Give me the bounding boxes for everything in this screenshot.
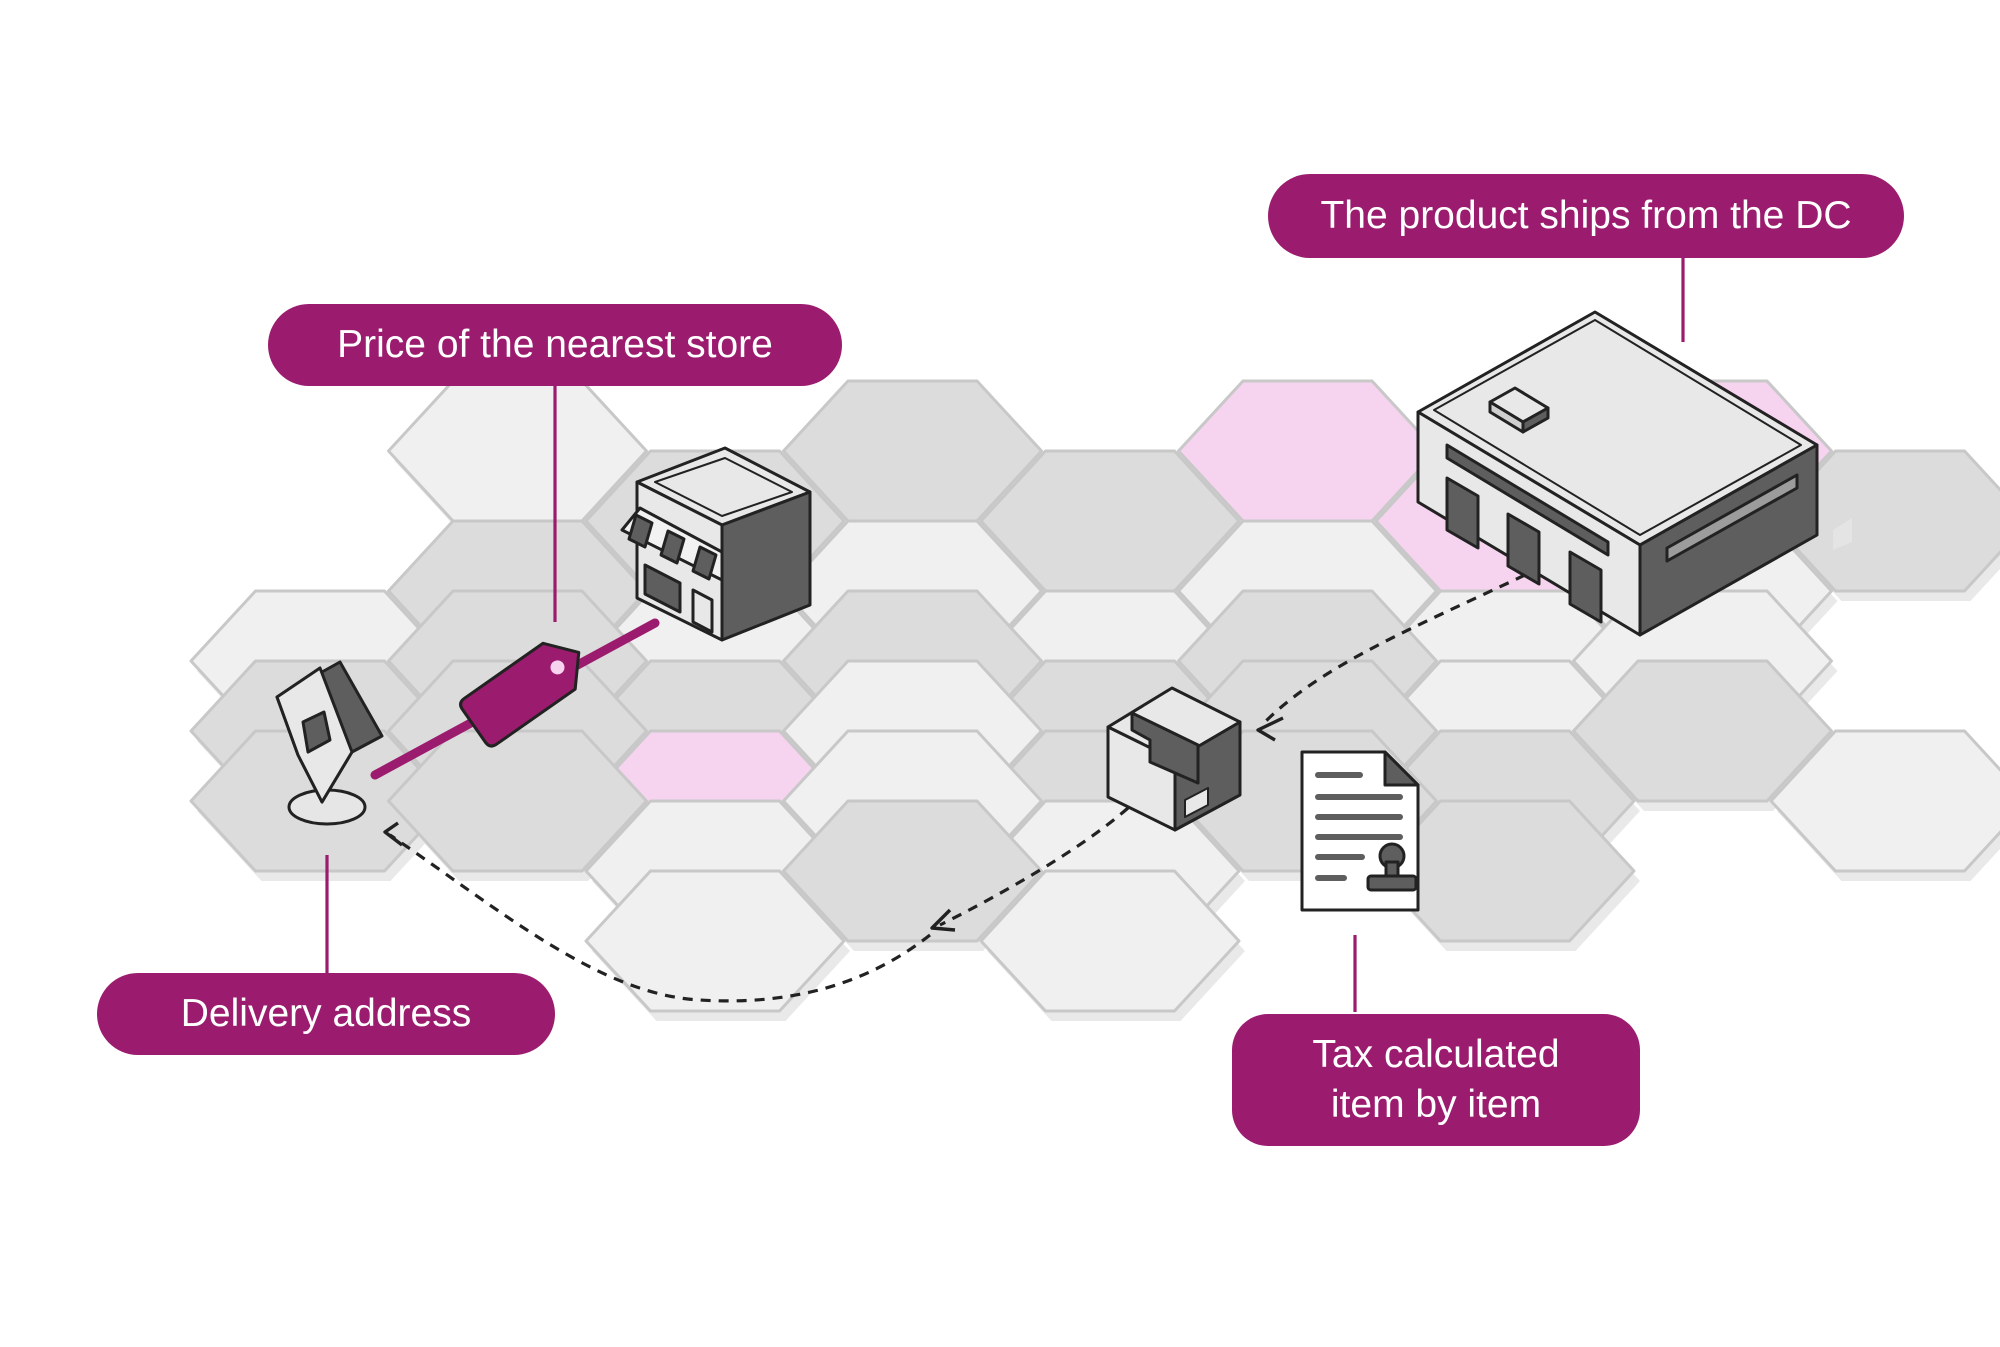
arrowhead-house (383, 821, 404, 847)
hex-tile (1769, 449, 2000, 593)
arrowhead-box (1256, 716, 1284, 742)
leader-lines (325, 255, 1685, 1012)
callout-store-price: Price of the nearest store (268, 304, 842, 386)
hex-tile (1769, 729, 2000, 873)
house-location-pin-icon (275, 660, 384, 826)
hex-tile (584, 869, 846, 1013)
callout-delivery: Delivery address (97, 973, 555, 1055)
store-icon (620, 446, 812, 642)
callout-tax: Tax calculated item by item (1232, 1014, 1640, 1146)
warehouse-icon (1416, 310, 1852, 637)
hex-grid (189, 379, 2000, 1021)
callout-dc: The product ships from the DC (1268, 174, 1904, 258)
hex-tile (1572, 659, 1833, 803)
hex-tile (1374, 799, 1636, 943)
arrowheads (383, 716, 1284, 932)
price-tag-icon (459, 641, 581, 748)
arrowhead-mid (930, 908, 956, 932)
hex-tile (979, 869, 1241, 1013)
package-box-icon (1106, 686, 1242, 832)
stamped-document-icon (1300, 750, 1420, 912)
shipping-path (389, 573, 1526, 1003)
